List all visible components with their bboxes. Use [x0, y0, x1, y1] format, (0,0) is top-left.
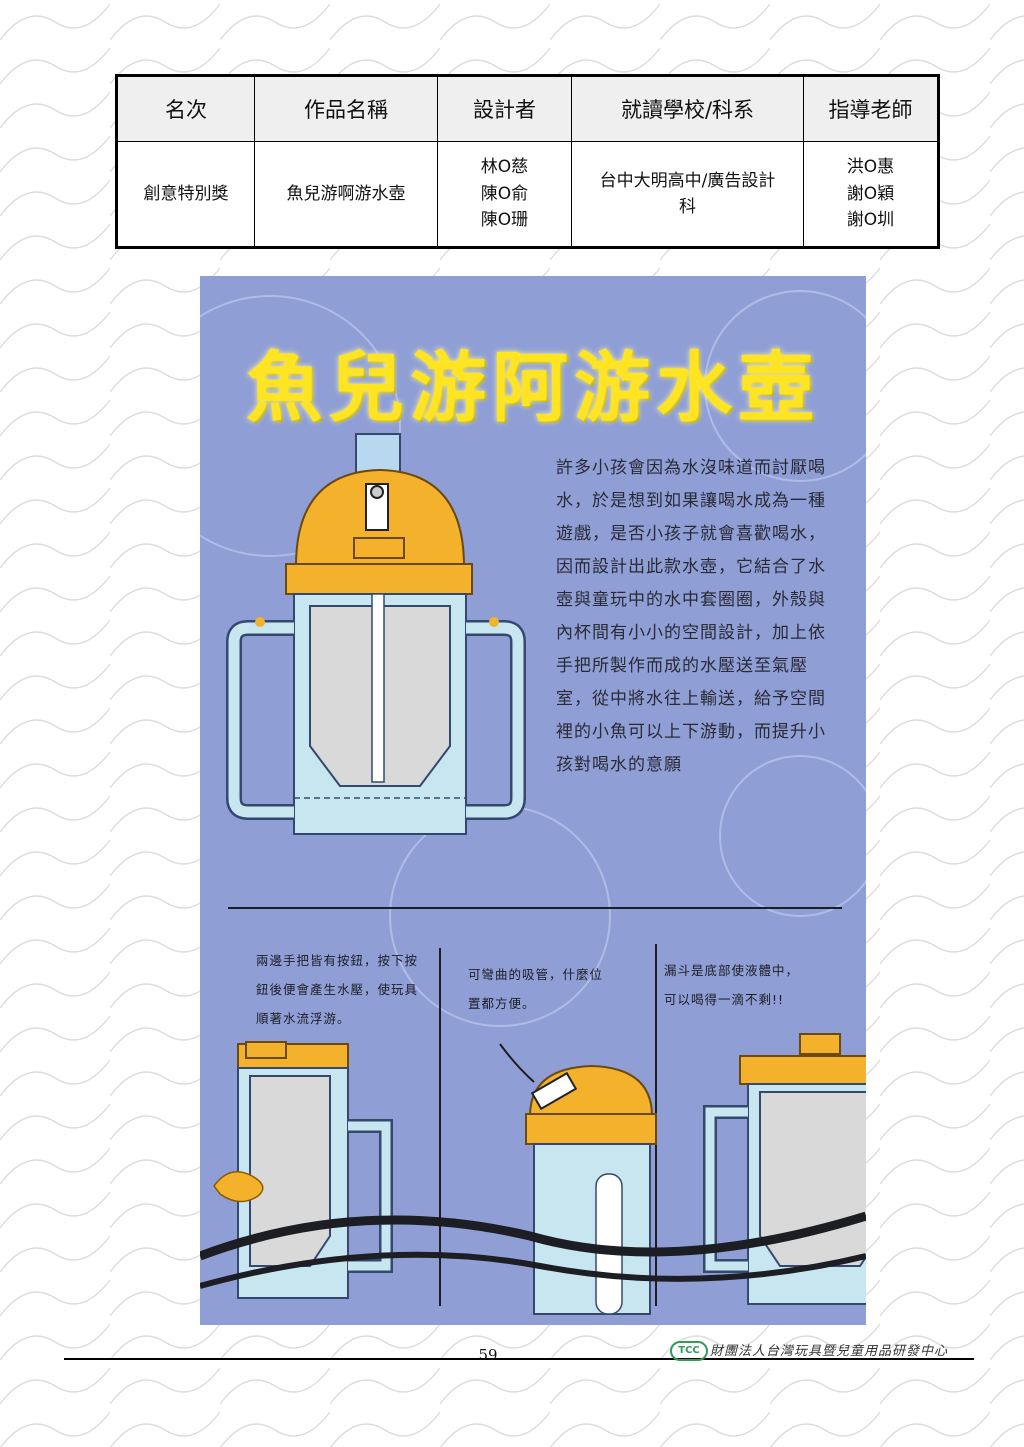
teacher-name: 洪O惠	[846, 157, 895, 178]
product-poster: 魚兒游阿游水壺 許多小孩會因為水沒味道而討厭喝水，於是想到如果讓喝水成為一種遊戲…	[200, 276, 866, 1325]
designer-name: 林O慈	[480, 157, 529, 178]
water-flow-line	[200, 1211, 866, 1261]
org-name: 財團法人台灣玩具暨兒童用品研發中心	[710, 1344, 949, 1359]
straw-lid-detail	[499, 1043, 657, 1315]
caption-handle-button: 兩邊手把皆有按鈕，按下按鈕後便會產生水壓，使玩具順著水流浮游。	[256, 953, 419, 1026]
caption-funnel: 漏斗是底部使液體中，可以喝得一滴不剩!!	[664, 963, 800, 1007]
cell-designers: 林O慈 陳O俞 陳O珊	[437, 141, 572, 248]
teacher-name: 謝O圳	[846, 210, 895, 231]
cell-teachers: 洪O惠 謝O穎 謝O圳	[803, 141, 939, 248]
award-table: 名次 作品名稱 設計者 就讀學校/科系 指導老師 創意特別獎 魚兒游啊游水壺 林…	[115, 74, 940, 249]
table-row: 創意特別獎 魚兒游啊游水壺 林O慈 陳O俞 陳O珊 台中大明高中/廣告設計科 洪…	[116, 141, 939, 248]
cell-school: 台中大明高中/廣告設計科	[571, 141, 804, 248]
poster-description: 許多小孩會因為水沒味道而討厭喝水，於是想到如果讓喝水成為一種遊戲，是否小孩子就會…	[556, 458, 826, 775]
cell-rank: 創意特別獎	[116, 141, 255, 248]
kettle-main-illustration	[226, 433, 526, 835]
poster-illustration	[200, 290, 866, 1315]
header-school: 就讀學校/科系	[571, 75, 804, 142]
bubble-decoration	[200, 290, 866, 1227]
poster-title: 魚兒游阿游水壺	[246, 343, 820, 432]
org-logo: TCC	[670, 1341, 708, 1361]
teacher-name: 謝O穎	[846, 183, 895, 204]
designer-name: 陳O珊	[480, 210, 529, 231]
designer-name: 陳O俞	[480, 183, 529, 204]
funnel-detail	[703, 1033, 866, 1305]
header-teachers: 指導老師	[803, 75, 939, 142]
table-header-row: 名次 作品名稱 設計者 就讀學校/科系 指導老師	[116, 75, 939, 142]
cell-work-name: 魚兒游啊游水壺	[254, 141, 438, 248]
header-rank: 名次	[116, 75, 255, 142]
footer-divider	[64, 1358, 974, 1360]
caption-bendable-straw: 可彎曲的吸管，什麼位置都方便。	[468, 967, 604, 1011]
page-number: 59	[478, 1346, 498, 1364]
header-designers: 設計者	[437, 75, 572, 142]
header-work-name: 作品名稱	[254, 75, 438, 142]
